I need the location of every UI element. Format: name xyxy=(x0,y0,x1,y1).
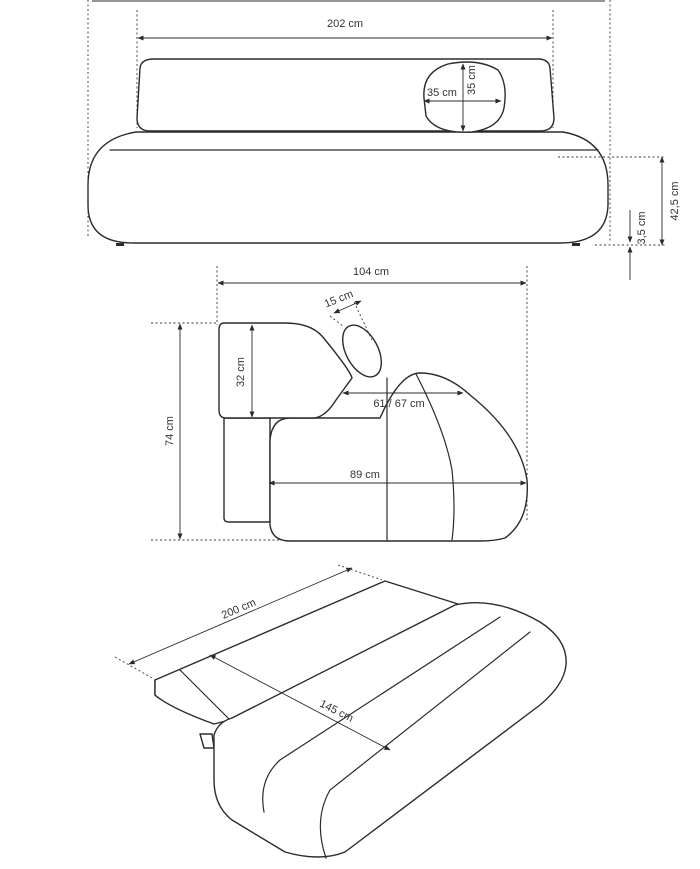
front-view: 202 cm 35 cm 35 cm 42,5 cm 3,5 cm xyxy=(87,0,681,280)
side-seat-cushion xyxy=(269,372,529,542)
left-foot xyxy=(116,243,124,246)
width-label: 202 cm xyxy=(327,18,363,30)
total-height-label: 74 cm xyxy=(164,416,176,446)
bed-length-guide-left xyxy=(114,656,155,680)
feet-height-label: 3,5 cm xyxy=(636,211,648,244)
pillow-depth-label: 15 cm xyxy=(323,288,355,310)
back-height-label: 32 cm xyxy=(235,357,247,387)
bed-cushion-seam-2 xyxy=(319,631,531,859)
bed-length-label: 200 cm xyxy=(220,597,258,622)
bed-length-dimension xyxy=(128,567,353,665)
seat-depth-label: 61 / 67 cm xyxy=(373,398,424,410)
bed-cushion-seam-1 xyxy=(262,616,501,813)
side-depth-label: 104 cm xyxy=(353,266,389,278)
height-label: 42,5 cm xyxy=(669,181,681,220)
pillow-width-label: 35 cm xyxy=(427,87,457,99)
bed-length-guide-right xyxy=(337,564,383,581)
right-foot xyxy=(572,243,580,246)
base-depth-label: 89 cm xyxy=(350,469,380,481)
bed-view: 200 cm 145 cm xyxy=(114,564,567,859)
sofa-base xyxy=(87,131,609,244)
pillow-depth-guide-a xyxy=(329,315,345,328)
bed-leg xyxy=(199,733,215,749)
side-seat-seam-2 xyxy=(415,373,455,541)
pillow-height-label: 35 cm xyxy=(466,65,478,95)
side-rear-frame xyxy=(223,417,271,523)
side-pillow xyxy=(342,324,382,378)
pillow-depth-dimension xyxy=(333,300,362,314)
bed-width-dimension xyxy=(209,654,391,751)
side-view: 104 cm 74 cm 15 cm 32 cm 61 / 67 cm 89 c… xyxy=(151,266,529,542)
